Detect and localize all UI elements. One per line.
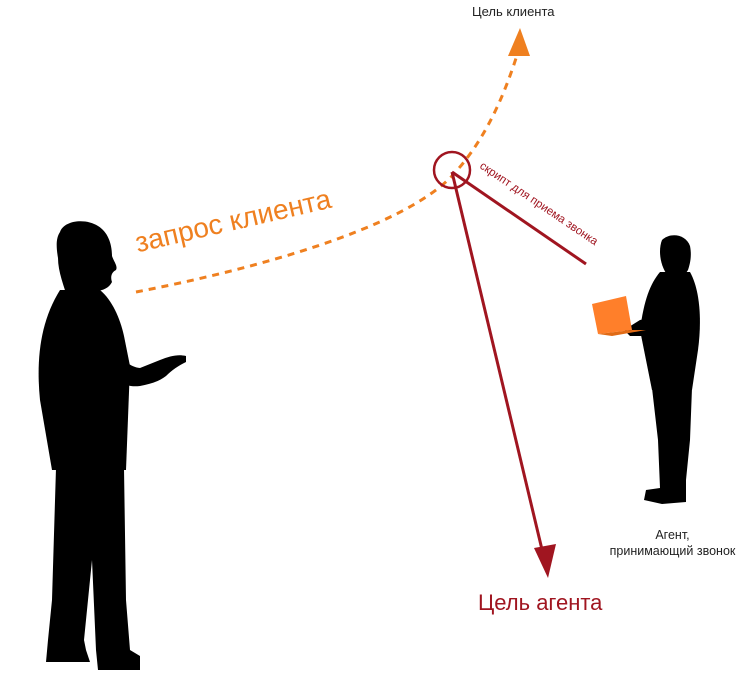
client-silhouette — [38, 221, 186, 670]
client-request-path — [135, 51, 520, 294]
laptop-icon — [592, 296, 646, 336]
agent-caption: Агент, принимающий звонок — [600, 527, 745, 559]
agent-caption-line1: Агент, — [655, 528, 690, 542]
agent-goal-label: Цель агента — [478, 590, 603, 615]
agent-goal-line — [450, 171, 546, 559]
agent-goal-arrowhead — [534, 544, 556, 578]
decision-point-circle — [432, 150, 472, 190]
client-goal-arrowhead — [508, 28, 530, 56]
agent-silhouette — [624, 235, 700, 504]
client-goal-label: Цель клиента — [472, 4, 555, 19]
agent-caption-line2: принимающий звонок — [609, 544, 736, 558]
call-script-line — [451, 170, 587, 266]
